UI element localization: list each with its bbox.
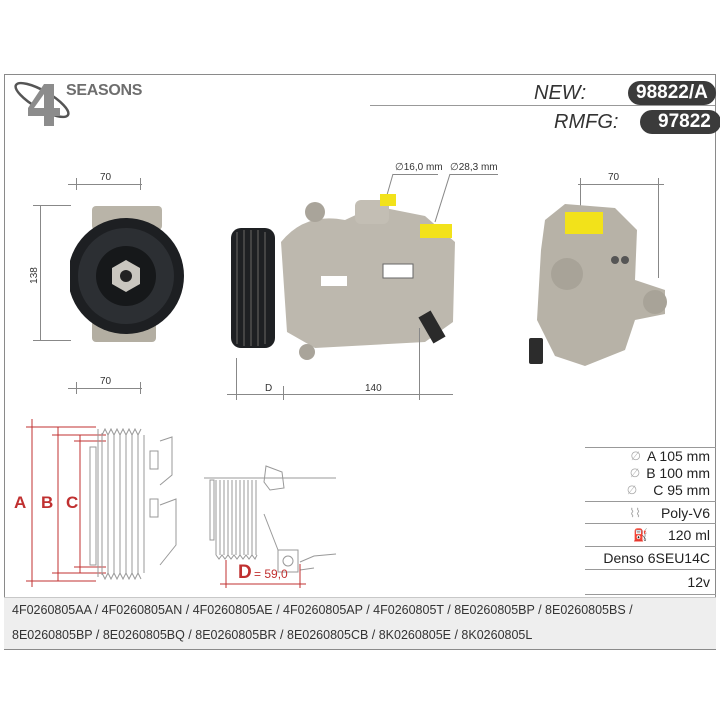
- compressor-front-image: [70, 206, 184, 342]
- front-height: 138: [28, 267, 40, 284]
- port2-diameter: ∅28,3 mm: [450, 162, 498, 173]
- front-width-bottom: 70: [100, 376, 112, 387]
- spec-diameter-a: ∅ A 105 mm: [630, 448, 710, 464]
- header-divider: [370, 105, 715, 106]
- front-width-top: 70: [100, 172, 112, 183]
- diameter-icon: ∅: [629, 466, 641, 480]
- spec-belt: ⌇⌇ Poly-V6: [585, 502, 716, 524]
- new-label: NEW:: [534, 82, 587, 104]
- dim-d-label: D: [265, 383, 273, 394]
- d-value: = 59,0: [254, 567, 288, 581]
- spec-oil: ⛽ 120 ml: [585, 524, 716, 547]
- spec-diameter-b: ∅ B 100 mm: [629, 465, 710, 481]
- offset-drawing: [204, 465, 337, 588]
- belt-profile-icon: ⌇⌇: [629, 505, 641, 520]
- pulley-drawing: [26, 419, 177, 587]
- oem-reference-line: 8E0260805BP / 8E0260805BQ / 8E0260805BR …: [12, 628, 533, 642]
- port1-diameter: ∅16,0 mm: [395, 162, 443, 173]
- new-code-badge: 98822/A: [628, 81, 716, 105]
- diameter-icon: ∅: [626, 483, 638, 497]
- rear-width: 70: [608, 172, 620, 183]
- oil-can-icon: ⛽: [633, 528, 648, 542]
- brand-name: SEASONS: [66, 82, 143, 99]
- d-label: D: [238, 562, 252, 583]
- front-view: 70 138 70: [28, 170, 210, 400]
- label-a: A: [14, 493, 27, 512]
- compressor-side-image: [231, 173, 455, 360]
- pulley-diagram: A B C: [8, 405, 188, 595]
- label-b: B: [41, 493, 54, 512]
- oem-reference-line: 4F0260805AA / 4F0260805AN / 4F0260805AE …: [12, 603, 633, 617]
- rear-view: 70: [520, 170, 700, 370]
- spec-model: Denso 6SEU14C: [585, 547, 716, 570]
- spec-diameter-c: ∅ C 95 mm: [585, 482, 716, 502]
- logo-4-icon: [14, 81, 70, 126]
- spec-voltage: 12v: [585, 570, 716, 595]
- offset-diagram: D = 59,0: [200, 460, 340, 590]
- sheet-frame: [4, 74, 716, 650]
- rmfg-code-badge: 97822: [640, 110, 720, 134]
- oem-references: 4F0260805AA / 4F0260805AN / 4F0260805AE …: [4, 597, 716, 649]
- brand-logo: SEASONS: [14, 80, 154, 126]
- side-view: ∅16,0 mm ∅28,3 mm D 140: [225, 158, 505, 403]
- compressor-rear-image: [529, 204, 667, 366]
- side-length: 140: [365, 383, 382, 394]
- rmfg-label: RMFG:: [554, 111, 619, 133]
- spec-table: ∅ A 105 mm ∅ B 100 mm ∅ C 95 mm ⌇⌇ Poly-…: [585, 447, 716, 595]
- diameter-icon: ∅: [630, 449, 641, 463]
- label-c: C: [66, 493, 79, 512]
